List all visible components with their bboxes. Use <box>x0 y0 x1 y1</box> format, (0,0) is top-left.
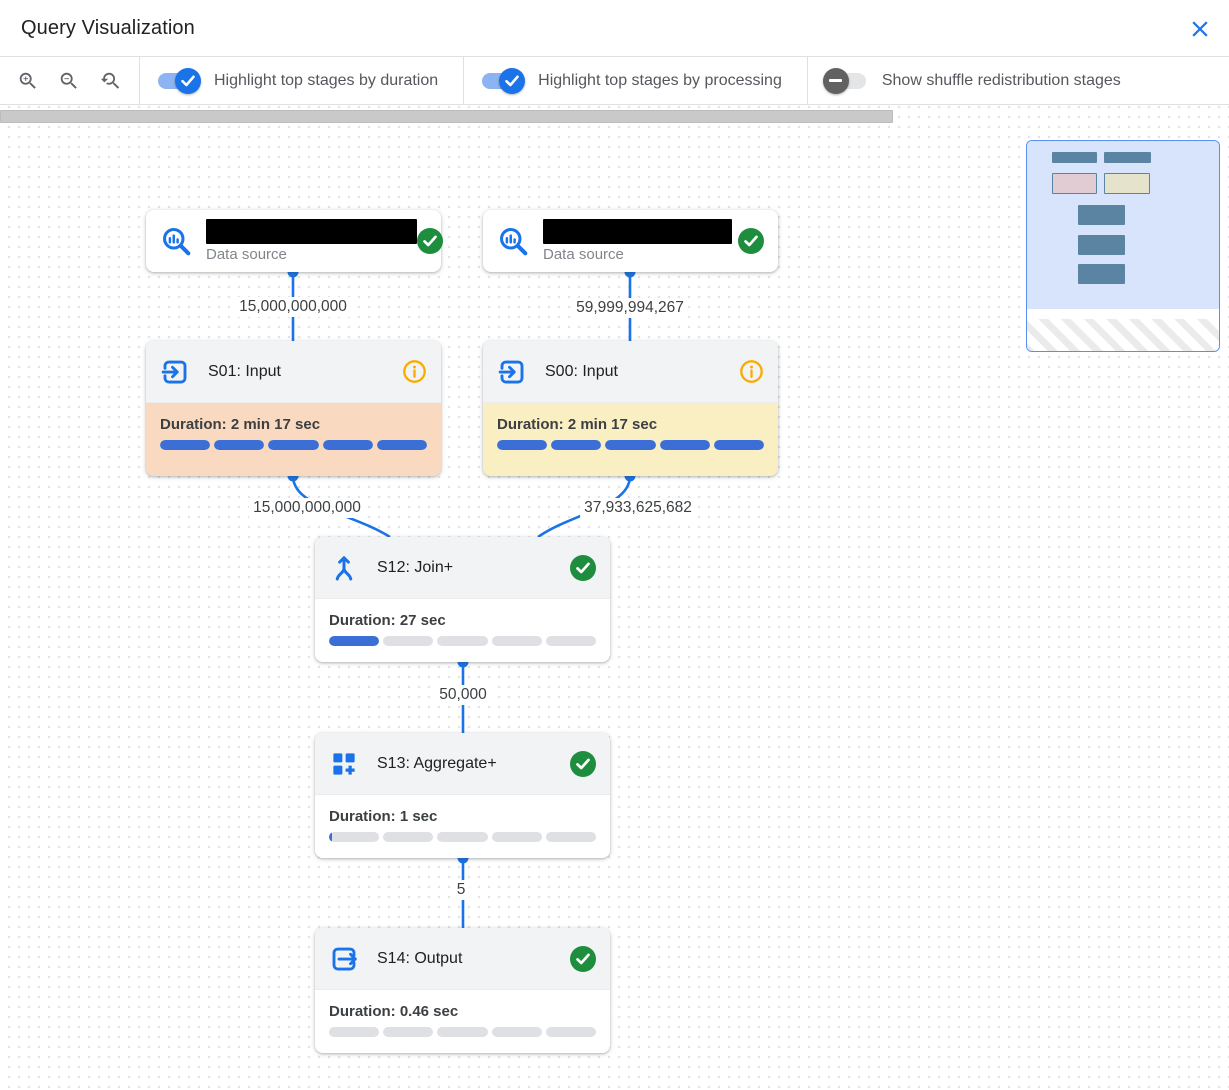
close-button[interactable] <box>1185 14 1215 44</box>
stage-duration: Duration: 27 sec <box>329 612 446 629</box>
stage-title: S01: Input <box>208 362 281 380</box>
toggle-highlight-processing[interactable]: Highlight top stages by processing <box>464 67 797 94</box>
panel-title: Query Visualization <box>21 16 195 39</box>
toolbar-divider <box>463 57 465 104</box>
toggle-thumb <box>175 67 201 94</box>
minimap-node <box>1078 205 1125 225</box>
graph-canvas[interactable]: 15,000,000,000 59,999,994,267 15,000,000… <box>0 106 1229 1090</box>
edge-row-count-label: 50,000 <box>435 685 491 705</box>
toggle-switch[interactable] <box>155 67 201 94</box>
minimap-node <box>1052 173 1097 194</box>
node-data-source-2[interactable]: Data source <box>483 210 778 272</box>
node-stage-s00-input[interactable]: S00: Input Duration: 2 min 17 sec <box>483 341 778 476</box>
horizontal-scrollbar[interactable] <box>0 110 893 123</box>
check-icon <box>505 74 519 86</box>
check-icon <box>181 74 195 86</box>
output-icon <box>329 944 359 974</box>
info-icon[interactable] <box>402 359 427 384</box>
node-data-source-1[interactable]: Data source <box>146 210 443 272</box>
zoom-out-icon <box>60 72 77 89</box>
node-stage-s12-join[interactable]: S12: Join+ Duration: 27 sec <box>315 537 610 662</box>
zoom-reset-icon <box>100 72 120 89</box>
stage-title: S14: Output <box>377 949 463 967</box>
stage-body: Duration: 27 sec <box>315 599 610 662</box>
join-icon <box>329 553 359 583</box>
node-stage-s13-aggregate[interactable]: S13: Aggregate+ Duration: 1 sec <box>315 733 610 858</box>
zoom-out-button[interactable] <box>50 62 88 100</box>
minimap-out-of-bounds-hatch <box>1027 319 1219 351</box>
stage-title: S00: Input <box>545 362 618 380</box>
toggle-thumb <box>822 67 849 94</box>
data-source-icon <box>160 225 193 258</box>
edge-row-count-label: 59,999,994,267 <box>572 298 688 318</box>
data-source-subtitle: Data source <box>206 246 287 263</box>
zoom-in-button[interactable] <box>9 62 47 100</box>
minimap-node <box>1104 152 1151 163</box>
toggle-label: Highlight top stages by duration <box>214 71 439 89</box>
duration-progress-bar <box>497 440 765 450</box>
info-icon[interactable] <box>739 359 764 384</box>
edge-row-count-label: 15,000,000,000 <box>235 297 351 317</box>
zoom-in-icon <box>19 72 36 89</box>
toggle-show-shuffle[interactable]: Show shuffle redistribution stages <box>808 67 1136 94</box>
minimap-node <box>1104 173 1150 194</box>
edge-row-count-label: 15,000,000,000 <box>249 498 365 518</box>
minimap[interactable] <box>1026 140 1220 352</box>
close-icon <box>1192 21 1208 37</box>
success-icon <box>570 750 596 777</box>
toggle-label: Highlight top stages by processing <box>538 71 782 89</box>
toolbar-divider <box>139 57 140 104</box>
aggregate-icon <box>329 749 359 779</box>
stage-body: Duration: 2 min 17 sec <box>146 403 441 476</box>
edge-row-count-label: 37,933,625,682 <box>580 498 696 518</box>
minimap-node <box>1052 152 1097 163</box>
toggle-switch[interactable] <box>479 67 526 94</box>
stage-duration: Duration: 1 sec <box>329 808 438 825</box>
stage-body: Duration: 2 min 17 sec <box>483 403 778 476</box>
redacted-table-name <box>543 219 732 244</box>
stage-title: S13: Aggregate+ <box>377 754 497 772</box>
duration-progress-bar <box>160 440 428 450</box>
stage-header: S00: Input <box>483 341 778 403</box>
success-icon <box>417 228 443 254</box>
stage-body: Duration: 1 sec <box>315 795 610 858</box>
stage-body: Duration: 0.46 sec <box>315 990 610 1053</box>
minus-icon <box>829 79 843 82</box>
toggle-highlight-duration[interactable]: Highlight top stages by duration <box>140 67 453 94</box>
redacted-table-name <box>206 219 417 244</box>
stage-title: S12: Join+ <box>377 558 454 576</box>
input-icon <box>160 357 190 387</box>
duration-progress-bar <box>329 1027 597 1037</box>
toggle-thumb <box>499 67 526 94</box>
input-icon <box>497 357 527 387</box>
success-icon <box>738 228 764 254</box>
toggle-label: Show shuffle redistribution stages <box>881 71 1121 89</box>
minimap-node <box>1078 264 1125 284</box>
stage-duration: Duration: 2 min 17 sec <box>497 416 658 433</box>
data-source-subtitle: Data source <box>543 246 624 263</box>
minimap-node <box>1078 235 1125 255</box>
stage-header: S12: Join+ <box>315 537 610 599</box>
edge-row-count-label: 5 <box>452 880 470 900</box>
node-stage-s14-output[interactable]: S14: Output Duration: 0.46 sec <box>315 928 610 1053</box>
data-source-icon <box>497 225 530 258</box>
toggle-switch[interactable] <box>822 67 869 94</box>
stage-header: S13: Aggregate+ <box>315 733 610 795</box>
toolbar-divider <box>806 57 808 104</box>
stage-header: S14: Output <box>315 928 610 990</box>
toolbar: Highlight top stages by duration Highlig… <box>0 57 1229 105</box>
success-icon <box>570 945 596 972</box>
duration-progress-bar <box>329 832 597 842</box>
stage-duration: Duration: 0.46 sec <box>329 1003 459 1020</box>
panel-header: Query Visualization <box>0 0 1229 57</box>
zoom-reset-button[interactable] <box>91 62 129 100</box>
stage-duration: Duration: 2 min 17 sec <box>160 416 321 433</box>
stage-header: S01: Input <box>146 341 441 403</box>
duration-progress-bar <box>329 636 597 646</box>
node-stage-s01-input[interactable]: S01: Input Duration: 2 min 17 sec <box>146 341 441 476</box>
success-icon <box>570 554 596 581</box>
